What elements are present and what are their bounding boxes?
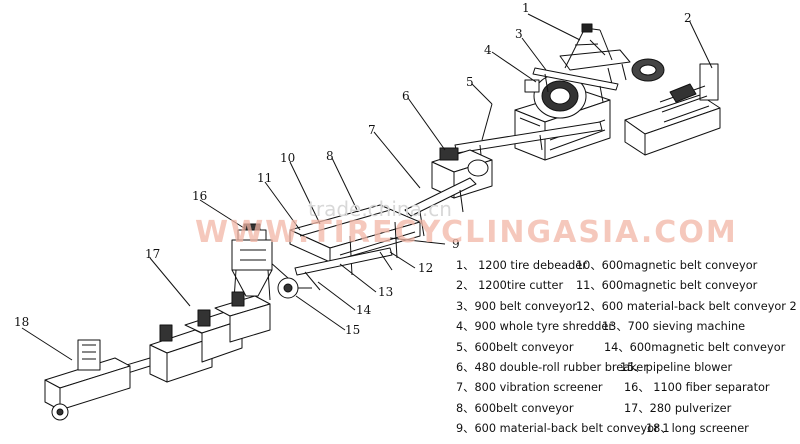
- machine-fiber-separator: [231, 223, 273, 301]
- callout-18: 18: [14, 315, 29, 329]
- machine-sieving-machine: [289, 204, 421, 276]
- callout-8: 8: [326, 149, 334, 163]
- legend-row: 2、 1200tire cutter 11、600magnetic belt c…: [452, 276, 798, 296]
- legend-item: 14、600magnetic belt conveyor: [604, 340, 786, 354]
- callout-14: 14: [356, 303, 372, 317]
- callout-13: 13: [378, 285, 393, 299]
- callout-3: 3: [515, 27, 523, 41]
- legend-item: 4、900 whole tyre shredder: [456, 320, 614, 334]
- machine-long-screener: [44, 339, 131, 421]
- legend-item: 9、600 material-back belt conveyor 1: [456, 422, 670, 436]
- legend-row: 6、480 double-roll rubber breaker 15、pipe…: [452, 358, 798, 378]
- watermark-text: trade.china.cn: [308, 197, 452, 221]
- legend-row: 7、800 vibration screener 16、 1100 fiber …: [452, 378, 798, 398]
- legend-item: 10、600magnetic belt conveyor: [576, 259, 758, 272]
- callout-1: 1: [522, 1, 530, 15]
- legend-item: 13、700 sieving machine: [602, 320, 746, 334]
- legend: 1、 1200 tire debeader 10、600magnetic bel…: [452, 256, 798, 440]
- callout-10: 10: [280, 151, 295, 165]
- machine-pulverizer-group: [109, 291, 271, 383]
- legend-item: 17、280 pulverizer: [624, 401, 732, 415]
- legend-item: 15、pipeline blower: [620, 360, 733, 374]
- legend-item: 11、600magnetic belt conveyor: [576, 279, 758, 293]
- callout-5: 5: [466, 75, 474, 89]
- callout-12: 12: [418, 261, 433, 275]
- machine-pipeline-blower: [269, 261, 312, 299]
- legend-item: 8、600belt conveyor: [456, 401, 574, 415]
- legend-item: 5、600belt conveyor: [456, 340, 574, 354]
- leader-lines: [21, 13, 713, 361]
- legend-item: 18、long screener: [646, 422, 749, 436]
- legend-row: 4、900 whole tyre shredder 13、700 sieving…: [452, 317, 798, 337]
- machine-vibration-screener: [404, 177, 477, 237]
- callout-9: 9: [452, 237, 460, 251]
- callout-11: 11: [257, 171, 272, 185]
- machine-belt-conveyor-3: [532, 67, 619, 103]
- callout-16: 16: [192, 189, 207, 203]
- callout-17: 17: [145, 247, 160, 261]
- legend-item: 1、 1200 tire debeader: [456, 259, 587, 272]
- legend-row: 3、900 belt conveyor 12、600 material-back…: [452, 297, 798, 317]
- machine-whole-tyre-shredder: [514, 73, 611, 161]
- legend-item: 7、800 vibration screener: [456, 381, 603, 395]
- callout-4: 4: [484, 43, 492, 57]
- legend-row: 9、600 material-back belt conveyor 1 18、l…: [452, 419, 798, 439]
- callout-numbers: 1 2 3 4 5 6 7 8 9 10 11 12 13 14 15 16 1…: [14, 1, 692, 337]
- legend-item: 12、600 material-back belt conveyor 2: [576, 299, 797, 313]
- callout-15: 15: [345, 323, 360, 337]
- legend-row: 5、600belt conveyor 14、600magnetic belt c…: [452, 338, 798, 358]
- legend-row: 8、600belt conveyor 17、280 pulverizer: [452, 399, 798, 419]
- callout-6: 6: [402, 89, 410, 103]
- legend-item: 16、 1100 fiber separator: [624, 381, 770, 395]
- watermark: WWW.TIRECYCLINGASIA.COM trade.china.cn: [195, 197, 738, 250]
- legend-item: 2、 1200tire cutter: [456, 279, 564, 293]
- machine-tire-cutter: [624, 58, 721, 156]
- machine-material-back-conveyor: [294, 247, 393, 291]
- legend-item: 3、900 belt conveyor: [456, 299, 578, 313]
- callout-2: 2: [684, 11, 692, 25]
- machine-tire-debeader: [559, 23, 631, 85]
- callout-7: 7: [368, 123, 376, 137]
- legend-row: 1、 1200 tire debeader 10、600magnetic bel…: [452, 256, 798, 276]
- watermark-banner: WWW.TIRECYCLINGASIA.COM: [195, 215, 738, 250]
- legend-item: 6、480 double-roll rubber breaker: [456, 360, 648, 374]
